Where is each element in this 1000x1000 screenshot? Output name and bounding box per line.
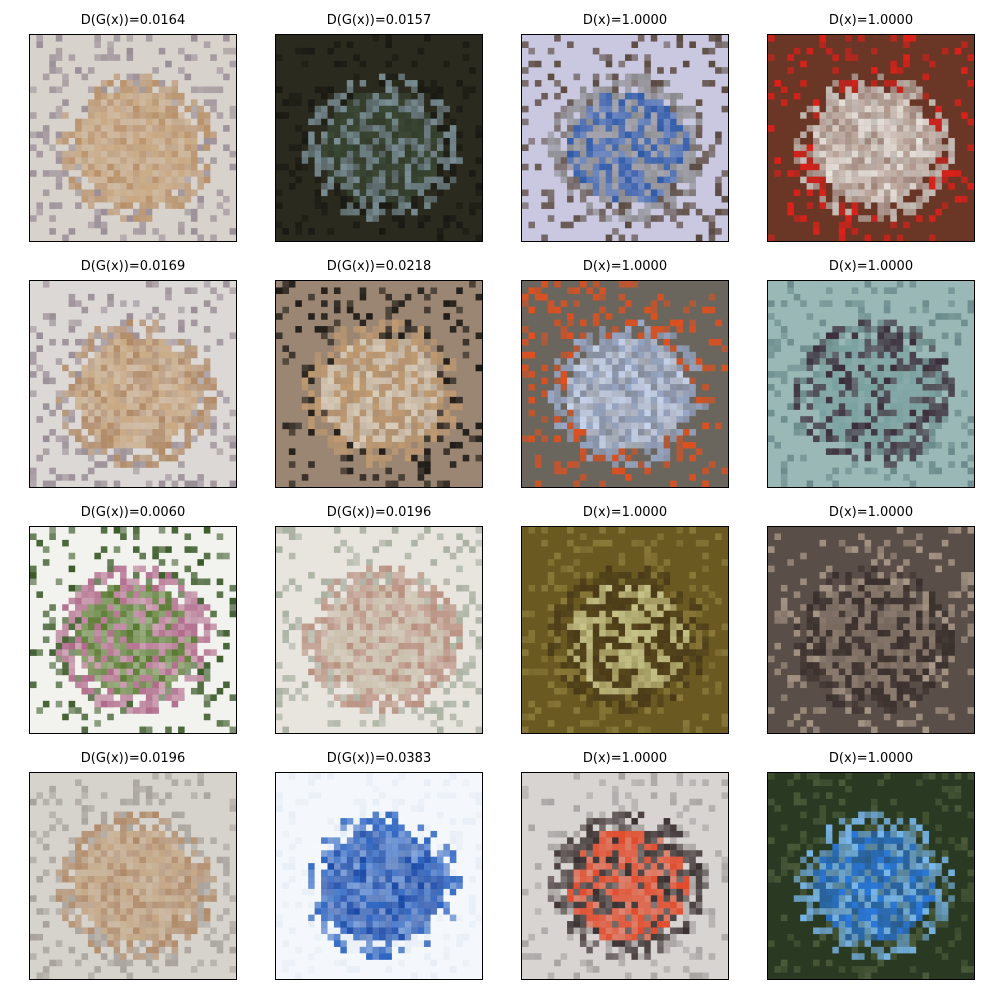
panel-image — [521, 772, 729, 980]
panel-image — [29, 34, 237, 242]
pixel-image — [276, 527, 482, 733]
pixel-image — [30, 35, 236, 241]
panel-title: D(G(x))=0.0169 — [80, 259, 186, 274]
panel-image — [521, 280, 729, 488]
panel-title: D(x)=1.0000 — [828, 13, 914, 28]
panel-image — [275, 280, 483, 488]
panel-image — [767, 280, 975, 488]
panel-image — [767, 772, 975, 980]
panel-title: D(x)=1.0000 — [582, 751, 668, 766]
panel-title: D(x)=1.0000 — [582, 259, 668, 274]
pixel-image — [522, 281, 728, 487]
panel-title: D(x)=1.0000 — [828, 505, 914, 520]
panel-image — [767, 526, 975, 734]
panel-image — [275, 34, 483, 242]
panel-image — [275, 772, 483, 980]
pixel-image — [30, 281, 236, 487]
panel-title: D(x)=1.0000 — [582, 13, 668, 28]
panel-title: D(G(x))=0.0164 — [80, 13, 186, 28]
panel-title: D(G(x))=0.0196 — [326, 505, 432, 520]
pixel-image — [768, 527, 974, 733]
panel-title: D(G(x))=0.0218 — [326, 259, 432, 274]
pixel-image — [276, 35, 482, 241]
panel-image — [29, 526, 237, 734]
panel-image — [29, 280, 237, 488]
panel-image — [275, 526, 483, 734]
pixel-image — [522, 35, 728, 241]
pixel-image — [768, 35, 974, 241]
panel-image — [29, 772, 237, 980]
panel-title: D(x)=1.0000 — [828, 259, 914, 274]
pixel-image — [276, 281, 482, 487]
pixel-image — [768, 773, 974, 979]
panel-title: D(G(x))=0.0060 — [80, 505, 186, 520]
panel-title: D(x)=1.0000 — [582, 505, 668, 520]
panel-title: D(G(x))=0.0196 — [80, 751, 186, 766]
pixel-image — [30, 773, 236, 979]
pixel-image — [768, 281, 974, 487]
panel-title: D(x)=1.0000 — [828, 751, 914, 766]
pixel-image — [276, 773, 482, 979]
panel-image — [521, 526, 729, 734]
panel-image — [521, 34, 729, 242]
panel-title: D(G(x))=0.0157 — [326, 13, 432, 28]
pixel-image — [522, 527, 728, 733]
pixel-image — [30, 527, 236, 733]
panel-image — [767, 34, 975, 242]
pixel-image — [522, 773, 728, 979]
panel-title: D(G(x))=0.0383 — [326, 751, 432, 766]
